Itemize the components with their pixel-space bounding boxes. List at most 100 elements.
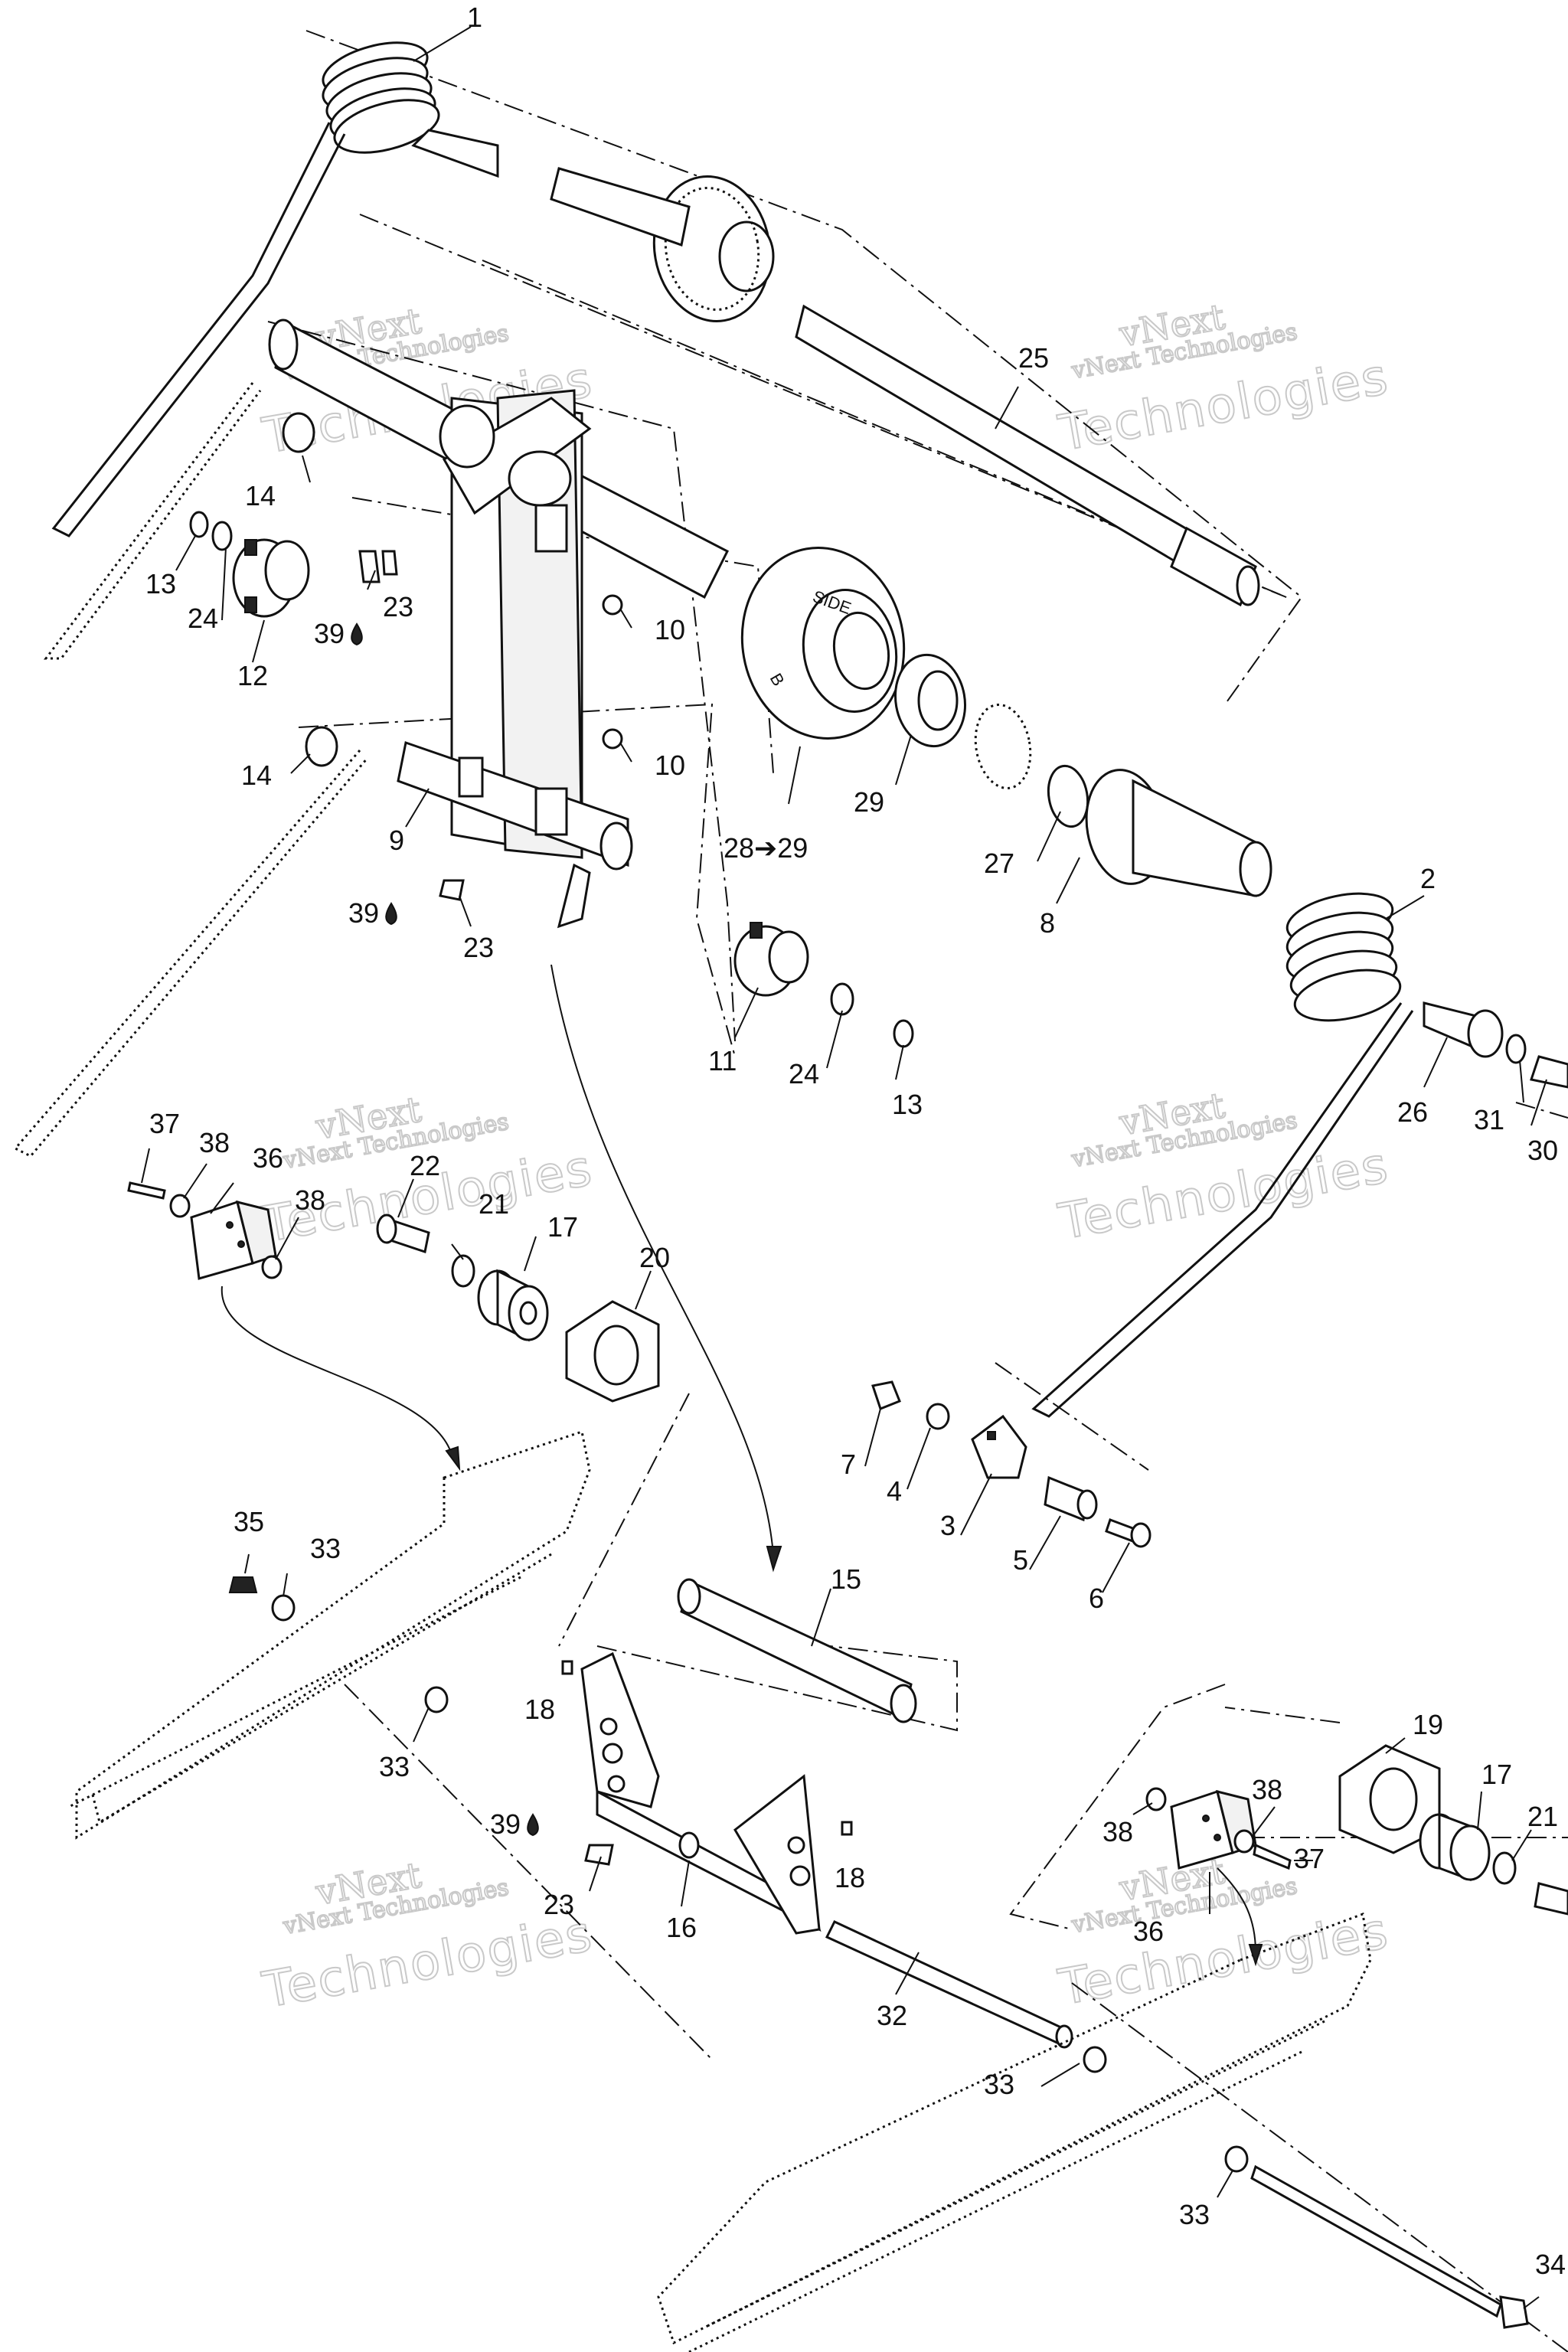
callout-39-c: 39 [490,1808,521,1840]
track-rail-left [68,1430,591,1840]
callout-16: 16 [666,1912,697,1943]
callout-25: 25 [1018,342,1049,374]
bolt-6 [1105,1518,1152,1548]
washer-33-left-a [271,1594,296,1622]
callout-8: 8 [1040,907,1055,939]
callout-12: 12 [237,660,268,691]
washer-24-upper [211,521,233,551]
callout-13-a: 13 [145,568,176,599]
nut-35 [228,1576,258,1593]
callout-28: 28➔29 [724,832,808,864]
circlip-13-upper [189,511,209,538]
bushing-14-upper [282,412,315,453]
bracket-16 [580,1651,822,1935]
callout-24-b: 24 [789,1058,819,1089]
cam-12 [232,538,310,618]
grease-drop-icon [351,622,363,646]
callout-21-a: 21 [479,1188,509,1220]
callout-19: 19 [1413,1709,1443,1740]
shaft-32 [825,1920,1073,2049]
callout-22: 22 [410,1150,440,1181]
washer-33-center [1083,2046,1107,2073]
bolt-34 [1250,2164,1529,2329]
guide-rail-left [13,382,369,1158]
cross-shaft-25 [550,167,1260,607]
bearing-29 [893,653,967,748]
callout-20: 20 [639,1242,670,1273]
callout-38-b: 38 [295,1184,325,1216]
callout-18-a: 18 [524,1694,555,1725]
torsion-spring-lower [1031,892,1414,1418]
callout-7: 7 [841,1449,856,1480]
callout-11: 11 [708,1045,737,1076]
screw-37-left [127,1181,166,1200]
circlip-13-lower [893,1019,914,1048]
stopper-block-36-left [190,1200,277,1280]
callout-10-b: 10 [655,750,685,781]
washer-38-right-a [1145,1787,1167,1811]
washer-4 [926,1403,950,1430]
pin-18-a [561,1660,573,1675]
callout-1: 1 [467,2,482,33]
track-rail-right [657,1912,1372,2352]
torsion-spring-upper [51,41,499,537]
bolt-22 [376,1214,430,1253]
callout-23-a: 23 [383,591,413,622]
grease-fitting-23-a [358,550,398,583]
grease-fitting-23-b [439,879,465,901]
callout-23-b: 23 [463,932,494,963]
callout-37-b: 37 [1294,1843,1325,1874]
grease-fitting-10-a [602,594,623,616]
washer-38-left-a [169,1194,191,1218]
callout-15: 15 [831,1563,861,1595]
grease-drop-icon [385,902,397,926]
callout-2: 2 [1420,863,1436,894]
callout-29: 29 [854,786,884,818]
screw-37-right [1253,1843,1292,1870]
washer-38-left-b [261,1255,283,1279]
callout-13-b: 13 [892,1089,923,1120]
washer-21-right [1492,1851,1517,1885]
bushing-14-lower [305,726,338,767]
pin-18-b [841,1821,853,1836]
callout-38-a: 38 [199,1127,230,1158]
callout-18-b: 18 [835,1862,865,1893]
callout-33-b: 33 [379,1751,410,1782]
callout-labels: 1 2 3 4 5 6 7 8 9 10 10 11 12 13 13 14 1… [145,2,1566,2280]
callout-14-b: 14 [241,760,272,791]
callout-24-a: 24 [188,603,218,634]
block-19 [1338,1744,1441,1854]
callout-26: 26 [1397,1096,1428,1128]
callout-38-d: 38 [1252,1774,1282,1805]
callout-37-a: 37 [149,1108,180,1139]
shaft-15 [677,1578,917,1723]
cam-11 [733,922,809,997]
watermarks: vNext vNext Technologies Technologies vN… [257,295,1393,2020]
connector-arrows [220,964,1263,1967]
callout-31: 31 [1474,1104,1504,1135]
leader-lines [141,26,1547,2309]
callout-6: 6 [1089,1583,1104,1614]
washer-38-right-b [1233,1829,1255,1854]
circlip-27 [974,703,1089,828]
callout-17-a: 17 [547,1211,578,1243]
callout-33-a: 33 [310,1533,341,1564]
grease-drop-icons [351,622,539,1837]
callout-17-b: 17 [1481,1759,1512,1790]
callout-33-c: 33 [984,2069,1014,2100]
roller-17-right [1419,1812,1491,1882]
sleeve-5 [1044,1475,1098,1522]
callout-30: 30 [1527,1135,1558,1166]
grease-drop-icon [527,1813,539,1837]
washer-24-lower [830,982,854,1016]
grease-fitting-10-b [602,728,623,750]
callout-5: 5 [1013,1544,1028,1576]
callout-36-a: 36 [253,1142,283,1174]
bolt-30 [1530,1055,1568,1089]
washer-33-right [1224,2145,1249,2173]
callout-3: 3 [940,1510,956,1541]
bolt-right-end [1534,1882,1568,1916]
callout-35: 35 [234,1506,264,1537]
callout-39-a: 39 [314,618,345,649]
